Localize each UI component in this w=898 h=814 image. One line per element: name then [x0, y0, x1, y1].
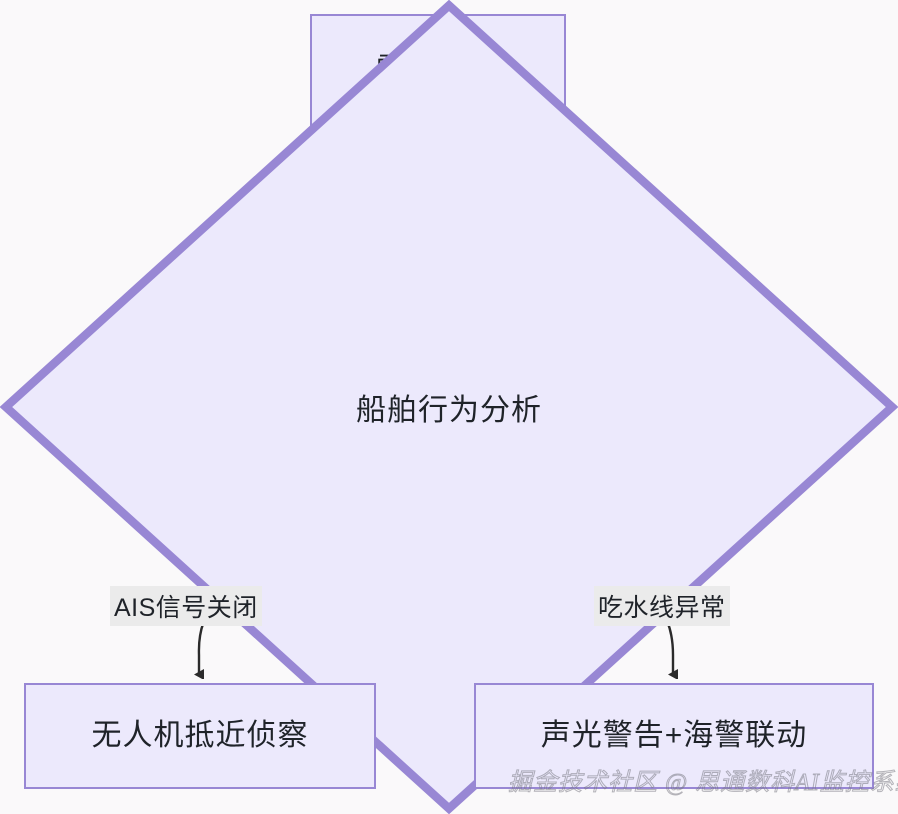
- node-alarm-link[interactable]: 声光警告+海警联动: [474, 683, 874, 789]
- node-drone-recon-label: 无人机抵近侦察: [91, 719, 309, 752]
- edge-label-ais-off: AIS信号关闭: [110, 586, 262, 626]
- node-alarm-link-label: 声光警告+海警联动: [540, 719, 808, 752]
- edge-label-draft-anomaly: 吃水线异常: [594, 586, 730, 626]
- node-drone-recon[interactable]: 无人机抵近侦察: [24, 683, 376, 789]
